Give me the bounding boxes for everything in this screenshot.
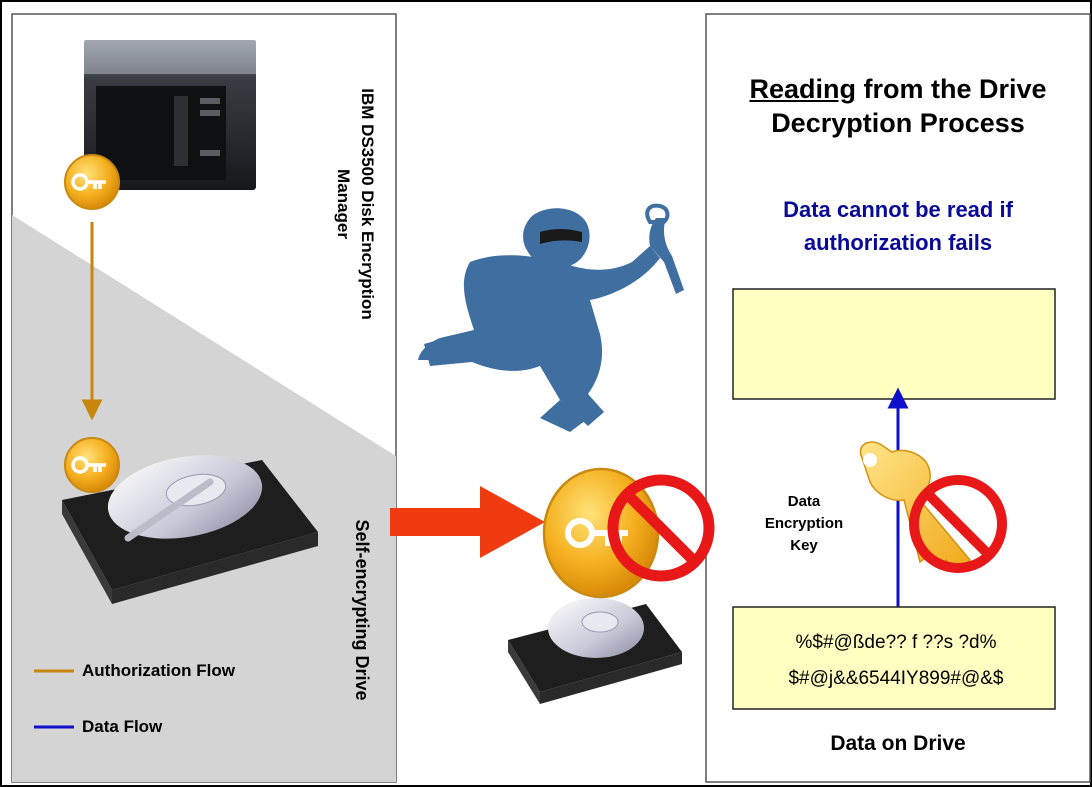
hard-drive-icon	[508, 598, 682, 704]
warning-text: Data cannot be read if authorization fai…	[783, 197, 1013, 255]
decrypted-data-box	[732, 288, 1056, 400]
hard-drive-icon	[62, 455, 318, 604]
legend-data-label: Data Flow	[82, 717, 163, 736]
transfer-arrow	[390, 486, 545, 558]
key-coin-icon	[64, 437, 120, 493]
prohibited-icon	[607, 474, 715, 582]
prohibited-icon	[909, 475, 1007, 573]
server-icon	[84, 40, 256, 190]
ciphertext: %$#@ßde?? f ??s ?d% $#@j&&6544IY899#@&$	[788, 632, 1004, 689]
data-on-drive-label: Data on Drive	[830, 732, 966, 755]
drive-label: Self-encrypting Drive	[352, 519, 372, 701]
manager-label: IBM DS3500 Disk Encryption Manager	[334, 88, 377, 320]
encryption-key-label: Data Encryption Key	[764, 493, 844, 554]
page-title: Reading from the Drive Decryption Proces…	[749, 74, 1047, 138]
thief-icon	[418, 203, 684, 432]
legend-auth-label: Authorization Flow	[82, 661, 235, 680]
key-coin-icon	[64, 154, 120, 210]
ciphertext-box	[732, 606, 1056, 710]
